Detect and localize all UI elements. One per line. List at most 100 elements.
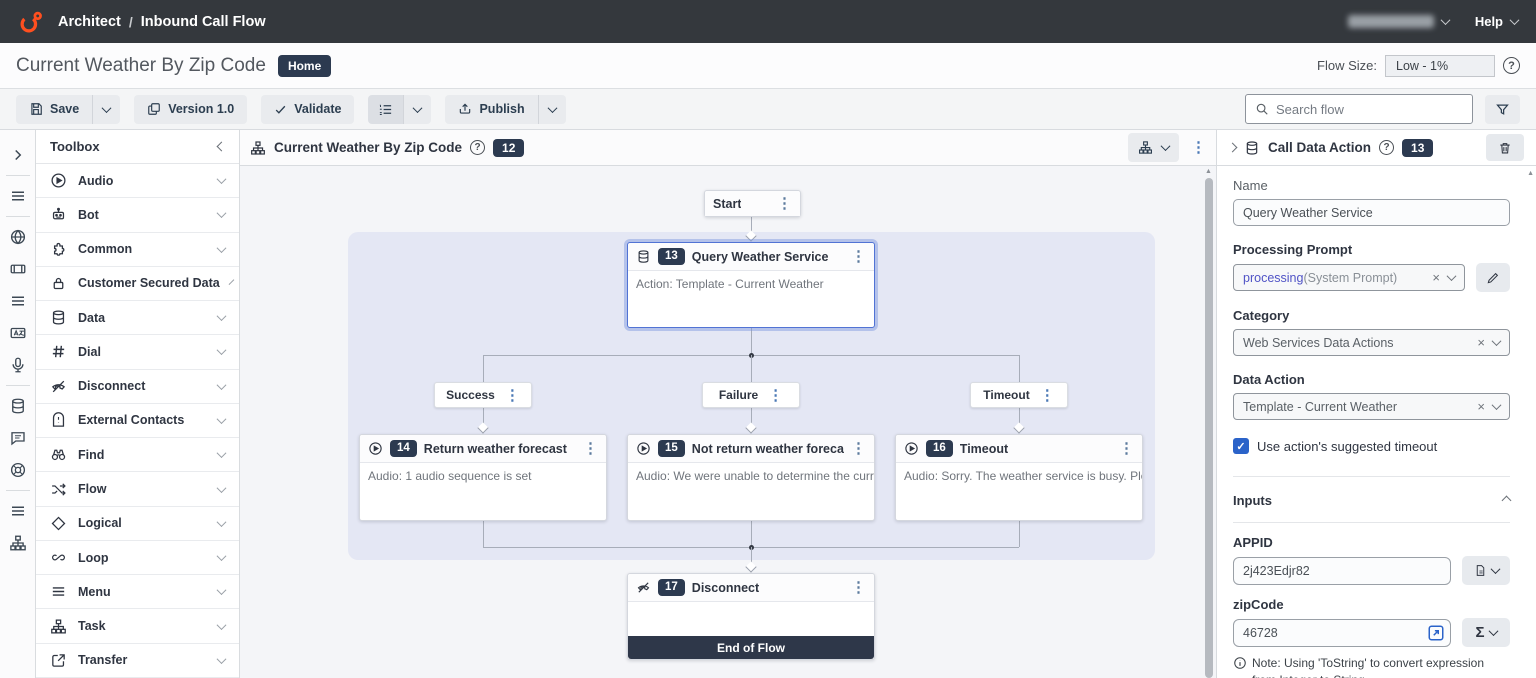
canvas-scrollbar[interactable]: ▲ (1204, 166, 1215, 678)
toolbox-item-audio[interactable]: Audio (36, 164, 239, 199)
menu-lines-icon[interactable] (9, 502, 27, 520)
help-circle-icon[interactable]: ? (1379, 140, 1395, 155)
user-menu[interactable] (1347, 15, 1451, 28)
publish-button[interactable]: Publish (445, 94, 539, 124)
category-combobox[interactable]: Web Services Data Actions × (1233, 329, 1510, 356)
name-input[interactable] (1233, 199, 1510, 226)
branch-label-success[interactable]: Success⋮ (434, 382, 532, 408)
validation-list-button[interactable] (368, 94, 405, 124)
toolbox-item-transfer[interactable]: Transfer (36, 644, 239, 678)
node-query-weather-service[interactable]: 13 Query Weather Service ⋮ Action: Templ… (627, 242, 875, 328)
chat-bubble-icon[interactable] (9, 429, 27, 447)
toolbox-item-data[interactable]: Data (36, 301, 239, 336)
toolbox-item-dial[interactable]: Dial (36, 335, 239, 370)
toolbox-item-menu[interactable]: Menu (36, 575, 239, 610)
help-menu[interactable]: Help (1475, 14, 1520, 29)
database-icon[interactable] (9, 397, 27, 415)
start-node[interactable]: Start ⋮ (704, 190, 801, 217)
node-disconnect[interactable]: 17 Disconnect ⋮ End of Flow (627, 573, 875, 660)
toolbox-item-flow[interactable]: Flow (36, 472, 239, 507)
version-button[interactable]: Version 1.0 (134, 94, 248, 124)
clear-icon[interactable]: × (1477, 335, 1485, 350)
scrollbar-thumb[interactable] (1205, 178, 1213, 678)
publish-split-button: Publish (445, 94, 566, 124)
processing-prompt-combobox[interactable]: processing (System Prompt) × (1233, 264, 1465, 291)
node-menu-kebab[interactable]: ⋮ (1119, 440, 1134, 457)
inputs-section-header[interactable]: Inputs (1233, 493, 1512, 523)
branch-menu-kebab[interactable]: ⋮ (768, 386, 784, 404)
collapse-panel-icon[interactable] (1227, 142, 1238, 153)
ticket-icon[interactable] (9, 260, 27, 278)
node-return-weather-forecast[interactable]: 14 Return weather forecast ⋮ Audio: 1 au… (359, 434, 607, 521)
toolbox-item-loop[interactable]: Loop (36, 541, 239, 576)
filter-button[interactable] (1485, 94, 1520, 124)
validation-list-dropdown-button[interactable] (404, 94, 432, 124)
toolbox-item-find[interactable]: Find (36, 438, 239, 473)
branch-menu-kebab[interactable]: ⋮ (504, 386, 520, 404)
scroll-up-icon[interactable]: ▲ (1527, 170, 1534, 177)
timeout-checkbox-label: Use action's suggested timeout (1257, 438, 1438, 454)
node-menu-kebab[interactable]: ⋮ (851, 248, 866, 265)
microphone-icon[interactable] (9, 356, 27, 374)
validate-button[interactable]: Validate (261, 94, 355, 124)
save-button[interactable]: Save (16, 94, 94, 124)
help-circle-icon[interactable]: ? (470, 140, 486, 155)
chevron-down-icon (413, 102, 423, 113)
expand-panel-icon[interactable] (9, 146, 27, 164)
appid-mode-button[interactable] (1462, 556, 1510, 585)
top-navigation-bar: Architect / Inbound Call Flow Help (0, 0, 1536, 43)
branch-label-timeout[interactable]: Timeout⋮ (970, 382, 1068, 408)
appid-input[interactable] (1233, 556, 1451, 585)
toolbox-item-disconnect[interactable]: Disconnect (36, 370, 239, 404)
data-action-combobox[interactable]: Template - Current Weather × (1233, 393, 1510, 420)
search-flow-input[interactable] (1276, 101, 1463, 117)
canvas-menu-kebab[interactable]: ⋮ (1191, 139, 1206, 156)
menu-lines-icon[interactable] (9, 187, 27, 205)
node-menu-kebab[interactable]: ⋮ (583, 440, 598, 457)
chevron-down-icon (216, 414, 227, 425)
node-menu-kebab[interactable]: ⋮ (777, 195, 792, 212)
chevron-down-icon (216, 311, 227, 322)
chevron-down-icon (1491, 400, 1502, 411)
document-icon (1476, 565, 1484, 576)
branch-label-failure[interactable]: Failure⋮ (702, 382, 800, 408)
delete-action-button[interactable] (1486, 134, 1524, 161)
rail-divider (5, 175, 30, 176)
genesys-logo-icon[interactable] (18, 9, 44, 35)
panel-title: Call Data Action (1268, 140, 1372, 155)
toolbox-item-logical[interactable]: Logical (36, 507, 239, 541)
zipcode-mode-button[interactable]: Σ (1462, 618, 1510, 647)
node-menu-kebab[interactable]: ⋮ (851, 579, 866, 596)
toolbox-item-external-contacts[interactable]: External Contacts (36, 404, 239, 439)
home-badge[interactable]: Home (277, 54, 332, 77)
sitemap-icon (1139, 141, 1152, 154)
clear-icon[interactable]: × (1477, 399, 1485, 414)
canvas-body[interactable]: Start ⋮ 13 Query Weather Service ⋮ Actio… (240, 166, 1216, 678)
save-dropdown-button[interactable] (93, 94, 121, 124)
edit-prompt-button[interactable] (1476, 263, 1510, 292)
scroll-up-icon[interactable]: ▲ (1205, 168, 1212, 175)
toolbox-item-common[interactable]: Common (36, 233, 239, 267)
view-mode-dropdown[interactable] (1128, 133, 1179, 162)
node-menu-kebab[interactable]: ⋮ (851, 440, 866, 457)
info-circle-icon (1234, 657, 1246, 669)
sitemap-icon[interactable] (9, 534, 27, 552)
toolbox-item-task[interactable]: Task (36, 609, 239, 644)
node-number-badge: 13 (658, 248, 685, 265)
timeout-checkbox[interactable]: ✓ (1233, 438, 1249, 454)
collapse-toolbox-icon[interactable] (216, 141, 227, 152)
toolbox-item-bot[interactable]: Bot (36, 198, 239, 233)
node-timeout[interactable]: 16 Timeout ⋮ Audio: Sorry. The weather s… (895, 434, 1143, 521)
menu-lines-icon[interactable] (9, 292, 27, 310)
help-circle-icon[interactable]: ? (1503, 57, 1520, 74)
globe-icon[interactable] (9, 228, 27, 246)
zipcode-input[interactable] (1233, 618, 1451, 647)
clear-icon[interactable]: × (1432, 270, 1440, 285)
branch-menu-kebab[interactable]: ⋮ (1039, 386, 1055, 404)
publish-dropdown-button[interactable] (538, 94, 566, 124)
breadcrumb-app[interactable]: Architect (58, 13, 121, 30)
life-ring-icon[interactable] (9, 461, 27, 479)
translate-icon[interactable] (9, 324, 27, 342)
node-not-return-weather-forecast[interactable]: 15 Not return weather forecast ⋮ Audio: … (627, 434, 875, 521)
toolbox-item-customer-secured-data[interactable]: Customer Secured Data (36, 267, 239, 302)
